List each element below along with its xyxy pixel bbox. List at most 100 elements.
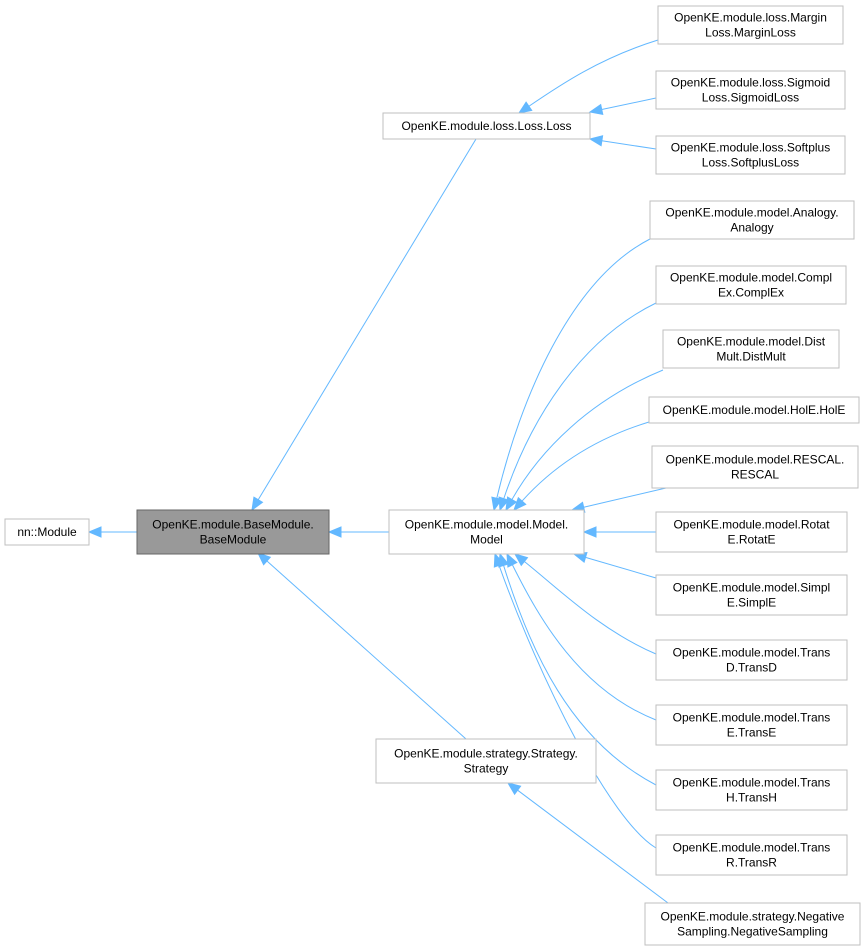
node-label-line: OpenKE.module.loss.Margin [674,11,827,25]
edge-margin-loss-to-loss [528,39,659,107]
edge-strategy-to-base-module [266,560,467,740]
node-model[interactable]: OpenKE.module.model.Model.Model [388,509,585,555]
edge-loss-to-base-module [257,138,477,500]
node-label-line: OpenKE.module.model.Trans [673,646,831,660]
node-box [655,574,848,616]
node-label-line: R.TransR [726,856,777,870]
edge-loss-to-base-module-arrowhead [251,496,264,512]
node-label-line: Ex.ComplEx [718,286,784,300]
edge-rescal-to-model [583,487,667,508]
node-label-line: OpenKE.module.model.Trans [673,841,831,855]
node-label-line: OpenKE.module.loss.Softplus [671,141,830,155]
node-simple[interactable]: OpenKE.module.model.SimplE.SimplE [655,574,848,616]
edge-negative-sampling-to-strategy [517,789,669,904]
node-transd[interactable]: OpenKE.module.model.TransD.TransD [655,639,848,681]
edge-softplus-loss-to-loss [601,140,657,150]
node-label-line: OpenKE.module.model.Model. [405,518,568,532]
node-label-line: RESCAL [731,468,779,482]
node-label-line: OpenKE.module.model.Simpl [673,581,830,595]
node-box [655,704,848,746]
node-label-line: OpenKE.module.strategy.Strategy. [394,747,578,761]
node-label-line: Sampling.NegativeSampling [677,925,828,939]
node-rescal[interactable]: OpenKE.module.model.RESCAL.RESCAL [651,445,859,489]
edge-sigmoid-loss-to-loss [601,97,657,110]
node-label-line: OpenKE.module.BaseModule. [152,518,313,532]
node-box [388,509,585,555]
edge-hole-to-model-arrowhead [513,496,527,511]
edge-transd-to-model [524,561,657,655]
node-box [651,445,859,489]
node-softplus-loss[interactable]: OpenKE.module.loss.SoftplusLoss.Softplus… [655,135,846,175]
node-box [655,70,846,110]
node-strategy[interactable]: OpenKE.module.strategy.Strategy.Strategy [375,738,597,784]
node-label-line: OpenKE.module.loss.Sigmoid [671,76,830,90]
node-label-line: OpenKE.module.model.Trans [673,776,831,790]
node-margin-loss[interactable]: OpenKE.module.loss.MarginLoss.MarginLoss [657,5,844,45]
node-box [655,769,848,811]
node-box [655,834,848,876]
node-base-module[interactable]: OpenKE.module.BaseModule.BaseModule [136,509,330,555]
edge-transe-to-model [511,564,657,721]
node-transr[interactable]: OpenKE.module.model.TransR.TransR [655,834,848,876]
node-hole[interactable]: OpenKE.module.model.HolE.HolE [648,396,860,424]
edge-complex-to-model-arrowhead [498,496,510,512]
edge-transr-to-model [498,565,657,849]
node-rotate[interactable]: OpenKE.module.model.RotatE.RotatE [655,511,848,553]
nodes-layer: nn::Module OpenKE.module.BaseModule.BaseM… [4,5,861,946]
node-label-line: E.TransE [727,726,777,740]
node-box [649,200,855,240]
node-box [655,511,848,553]
edge-simple-to-model [585,556,657,579]
node-box [136,509,330,555]
node-loss[interactable]: OpenKE.module.loss.Loss.Loss [382,112,591,140]
node-box [644,902,861,946]
node-box [382,112,591,140]
node-label-line: BaseModule [200,533,267,547]
edge-distmult-to-model-arrowhead [505,496,518,512]
edge-softplus-loss-to-loss-arrowhead [588,135,604,147]
node-distmult[interactable]: OpenKE.module.model.DistMult.DistMult [662,329,840,369]
node-label-line: OpenKE.module.model.Compl [670,271,832,285]
node-label-line: OpenKE.module.model.HolE.HolE [663,403,846,417]
node-label-line: E.RotatE [727,533,775,547]
edge-margin-loss-to-loss-arrowhead [517,101,533,114]
edge-base-module-to-nn-module-arrowhead [87,526,102,538]
edge-rotate-to-model-arrowhead [582,526,597,538]
node-label-line: OpenKE.module.model.Dist [677,335,826,349]
node-sigmoid-loss[interactable]: OpenKE.module.loss.SigmoidLoss.SigmoidLo… [655,70,846,110]
edge-transh-to-model [503,565,657,786]
edge-transd-to-model-arrowhead [513,553,529,567]
node-label-line: OpenKE.module.model.Analogy. [665,206,838,220]
node-label-line: Mult.DistMult [716,350,786,364]
node-nn-module[interactable]: nn::Module [4,518,90,546]
node-label-line: OpenKE.module.strategy.Negative [661,910,845,924]
node-label-line: E.SimplE [727,596,776,610]
node-box [655,265,847,305]
node-label-line: OpenKE.module.model.Rotat [673,518,830,532]
edge-complex-to-model [503,302,657,499]
node-box [648,396,860,424]
node-negative-sampling[interactable]: OpenKE.module.strategy.NegativeSampling.… [644,902,861,946]
node-label-line: Analogy [730,221,773,235]
node-label-line: OpenKE.module.loss.Loss.Loss [401,119,571,133]
node-box [655,639,848,681]
node-analogy[interactable]: OpenKE.module.model.Analogy.Analogy [649,200,855,240]
edges-layer [87,39,669,904]
edge-strategy-to-base-module-arrowhead [257,552,272,566]
node-transh[interactable]: OpenKE.module.model.TransH.TransH [655,769,848,811]
node-transe[interactable]: OpenKE.module.model.TransE.TransE [655,704,848,746]
node-label-line: OpenKE.module.model.RESCAL. [666,453,845,467]
node-label-line: OpenKE.module.model.Trans [673,711,831,725]
edge-transe-to-model-arrowhead [506,552,518,568]
edge-negative-sampling-to-strategy-arrowhead [506,782,522,796]
node-box [375,738,597,784]
edge-sigmoid-loss-to-loss-arrowhead [588,103,604,116]
node-complex[interactable]: OpenKE.module.model.ComplEx.ComplEx [655,265,847,305]
node-label-line: Model [470,533,503,547]
node-label-line: Loss.MarginLoss [705,26,796,40]
edge-hole-to-model [521,421,650,502]
node-label-line: D.TransD [726,661,777,675]
node-box [662,329,840,369]
node-box [657,5,844,45]
